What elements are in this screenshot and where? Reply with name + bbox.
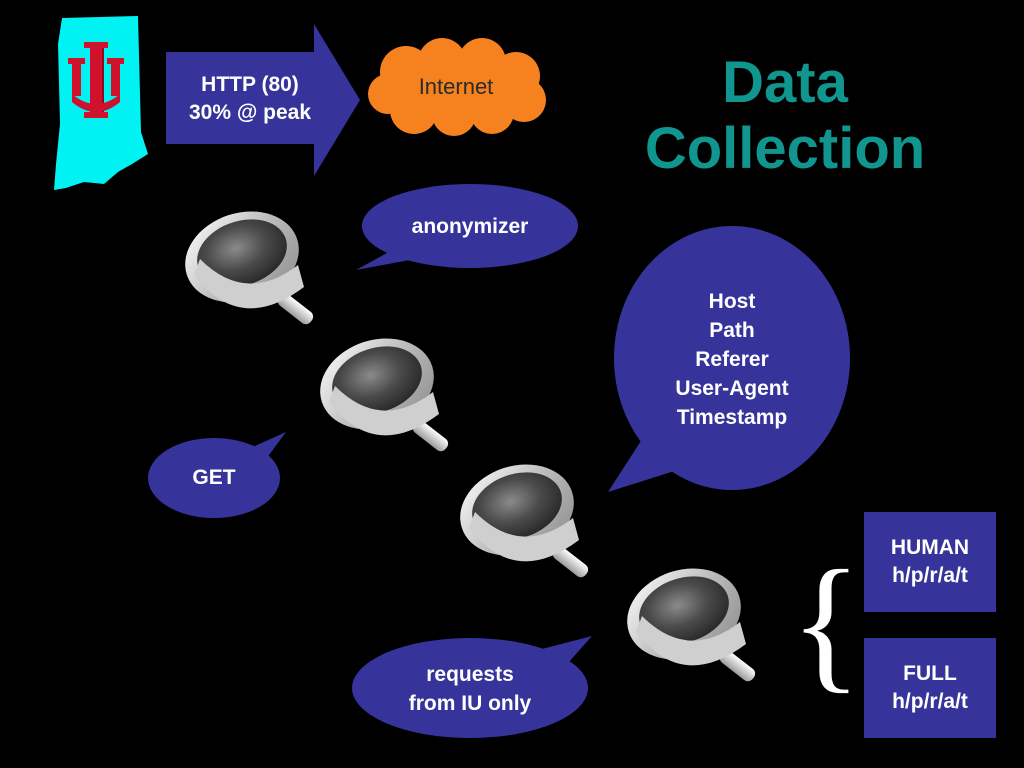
funnel-icon	[320, 338, 449, 452]
field-timestamp: Timestamp	[676, 406, 788, 429]
full-sub: h/p/r/a/t	[892, 690, 968, 713]
get-bubble	[148, 432, 286, 518]
internet-cloud-icon	[368, 38, 546, 136]
indiana-state-icon	[54, 16, 148, 190]
anonymizer-label: anonymizer	[411, 215, 529, 238]
fields-bubble	[608, 226, 850, 492]
curly-brace: {	[790, 540, 862, 706]
human-title: HUMAN	[890, 536, 970, 559]
field-path: Path	[709, 319, 755, 342]
field-host: Host	[708, 290, 756, 313]
http-arrow-shape	[166, 24, 360, 176]
funnel-icon	[627, 568, 756, 682]
fields-list: Host Path Referer User-Agent Timestamp	[632, 287, 832, 432]
internet-label: Internet	[418, 74, 494, 99]
funnel-icon	[185, 211, 314, 325]
iu-trident-logo-icon	[68, 42, 124, 118]
http-arrow-label: HTTP (80) 30% @ peak	[188, 73, 312, 124]
human-sub: h/p/r/a/t	[892, 564, 968, 587]
full-box: FULL h/p/r/a/t	[864, 638, 996, 738]
funnel-icon	[460, 464, 589, 578]
human-box: HUMAN h/p/r/a/t	[864, 512, 996, 612]
get-label: GET	[192, 466, 236, 489]
full-title: FULL	[903, 662, 957, 685]
slide-title: Data Collection	[644, 50, 926, 181]
field-referer: Referer	[695, 348, 769, 371]
requests-label: requests from IU only	[408, 663, 532, 715]
anonymizer-bubble	[356, 184, 578, 270]
requests-bubble	[352, 636, 592, 738]
field-user-agent: User-Agent	[675, 377, 789, 400]
